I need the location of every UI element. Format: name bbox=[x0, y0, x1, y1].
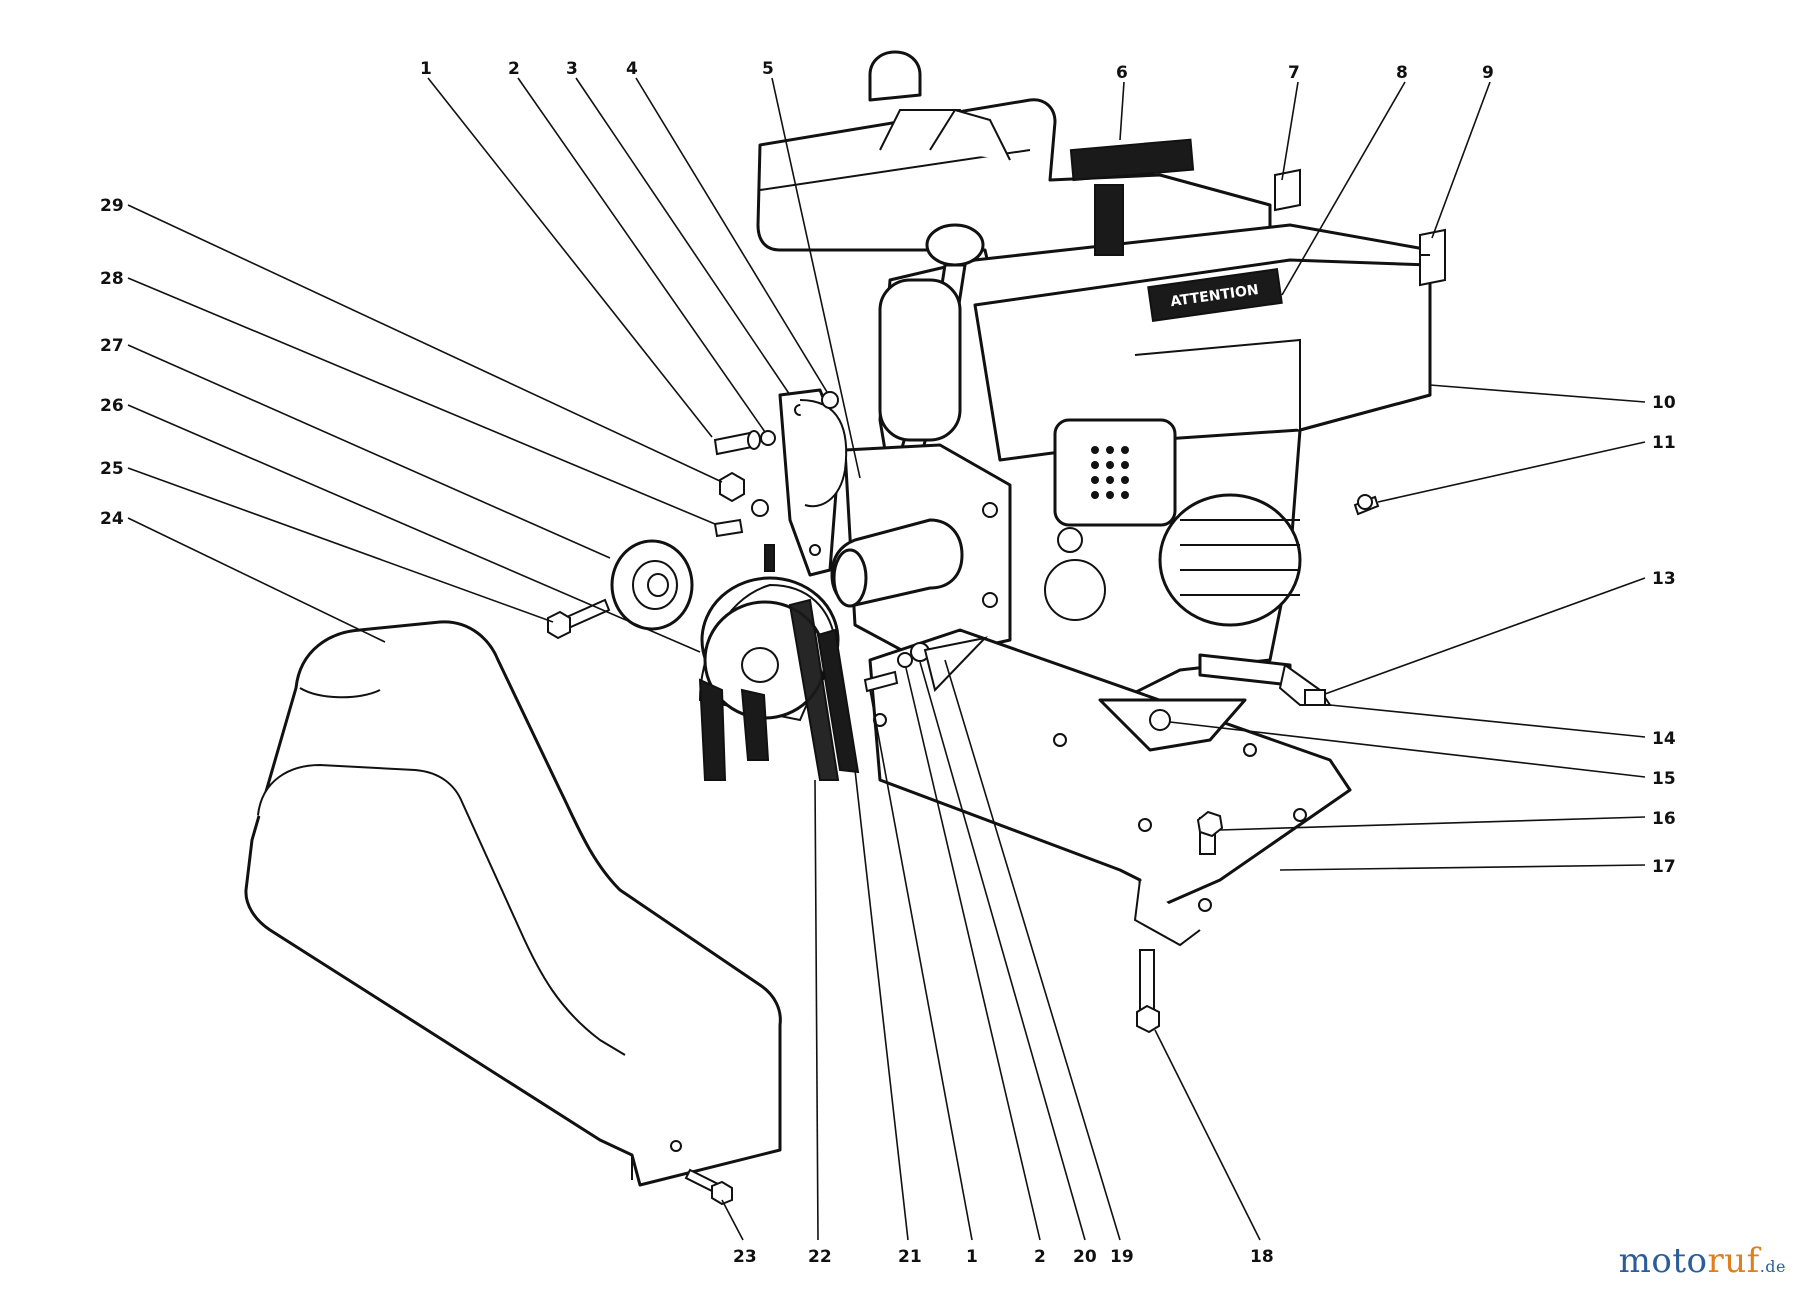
callout-28: 28 bbox=[100, 269, 124, 289]
callout-6: 6 bbox=[1116, 63, 1128, 83]
callout-16: 16 bbox=[1652, 809, 1676, 829]
callout-2: 2 bbox=[508, 59, 520, 79]
drive-pulley bbox=[610, 539, 694, 631]
callout-1: 1 bbox=[420, 59, 432, 79]
callout-7: 7 bbox=[1288, 63, 1300, 83]
callout-10: 10 bbox=[1652, 393, 1676, 413]
callout-17: 17 bbox=[1652, 857, 1676, 877]
callout-20: 20 bbox=[1073, 1247, 1097, 1267]
watermark-logo: motoruf.de bbox=[1619, 1241, 1786, 1281]
callout-19: 19 bbox=[1110, 1247, 1134, 1267]
callout-labels: 1 2 3 4 5 6 7 8 9 10 11 13 14 15 16 17 1… bbox=[100, 59, 1676, 1267]
watermark-part-1: moto bbox=[1618, 1241, 1708, 1281]
front-plate bbox=[778, 388, 1012, 662]
callout-29: 29 bbox=[100, 196, 124, 216]
callout-23: 23 bbox=[733, 1247, 757, 1267]
callout-25: 25 bbox=[100, 459, 124, 479]
callout-1-lower: 1 bbox=[966, 1247, 978, 1267]
callout-11: 11 bbox=[1652, 433, 1676, 453]
callout-8: 8 bbox=[1396, 63, 1408, 83]
callout-22: 22 bbox=[808, 1247, 832, 1267]
belt-guard-cover bbox=[244, 620, 782, 1187]
callout-3: 3 bbox=[566, 59, 578, 79]
callout-15: 15 bbox=[1652, 769, 1676, 789]
oil-dipstick bbox=[878, 184, 1124, 462]
double-pulley bbox=[698, 576, 860, 781]
callout-5: 5 bbox=[762, 59, 774, 79]
engine-base-plate bbox=[868, 628, 1352, 947]
callout-9: 9 bbox=[1482, 63, 1494, 83]
callout-2-lower: 2 bbox=[1034, 1247, 1046, 1267]
callout-26: 26 bbox=[100, 396, 124, 416]
callout-18: 18 bbox=[1250, 1247, 1274, 1267]
hardware bbox=[547, 168, 1446, 1206]
callout-13: 13 bbox=[1652, 569, 1676, 589]
callout-4: 4 bbox=[626, 59, 638, 79]
callout-21: 21 bbox=[898, 1247, 922, 1267]
watermark-part-3: .de bbox=[1759, 1257, 1786, 1276]
engine-block: ATTENTION bbox=[878, 223, 1432, 702]
callout-24: 24 bbox=[100, 509, 124, 529]
watermark-part-2: ruf bbox=[1707, 1241, 1760, 1281]
callout-27: 27 bbox=[100, 336, 124, 356]
callout-14: 14 bbox=[1652, 729, 1676, 749]
leader-lines bbox=[127, 77, 1646, 1241]
